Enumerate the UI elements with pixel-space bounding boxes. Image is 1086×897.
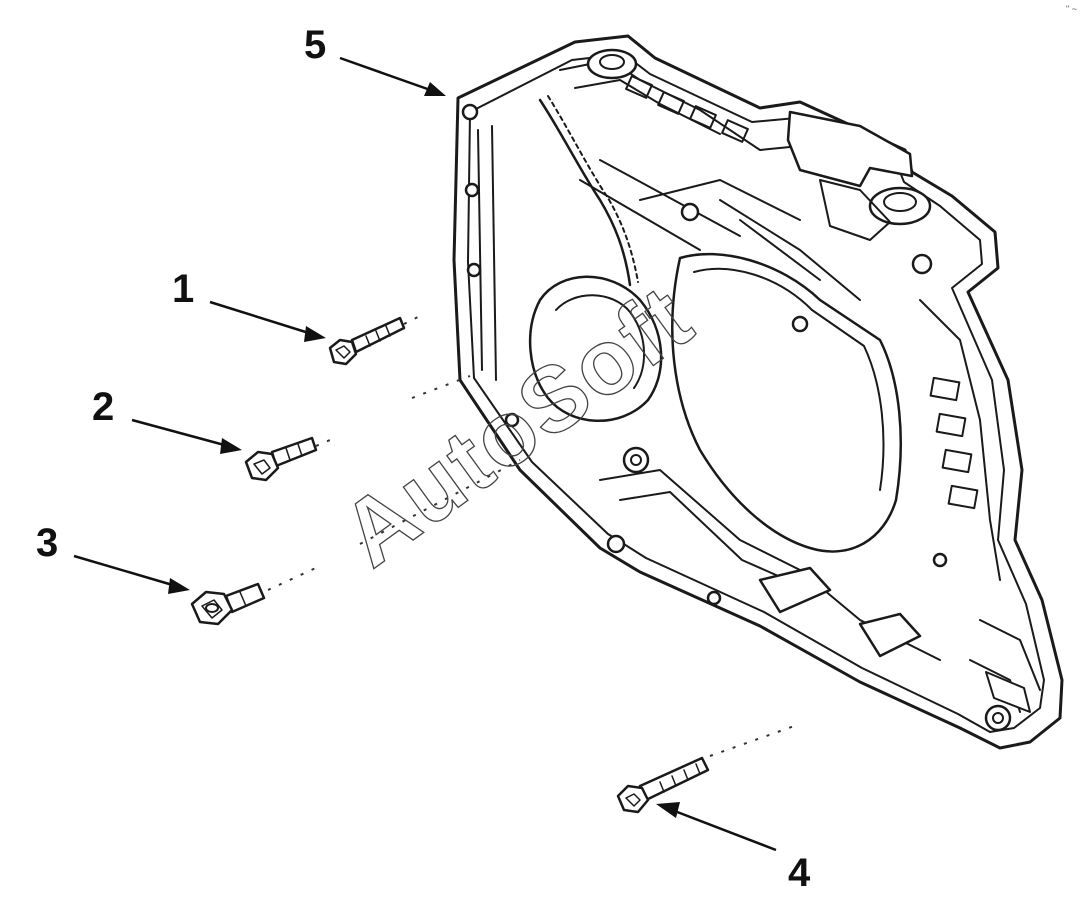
bolt-4 bbox=[616, 756, 710, 814]
bolt-1 bbox=[328, 316, 406, 366]
callout-label-4: 4 bbox=[788, 851, 811, 895]
assembly-centerlines bbox=[267, 315, 801, 757]
corner-mark: " ~ bbox=[1066, 4, 1077, 14]
callout-label-1: 1 bbox=[172, 267, 194, 311]
gear-housing-cover bbox=[452, 34, 1064, 750]
callout-label-2: 2 bbox=[92, 385, 114, 429]
callout-label-3: 3 bbox=[36, 521, 58, 565]
bolt-3 bbox=[190, 582, 266, 626]
bolt-2 bbox=[244, 436, 318, 482]
callout-label-5: 5 bbox=[304, 23, 326, 67]
callout-arrows bbox=[73, 56, 777, 852]
